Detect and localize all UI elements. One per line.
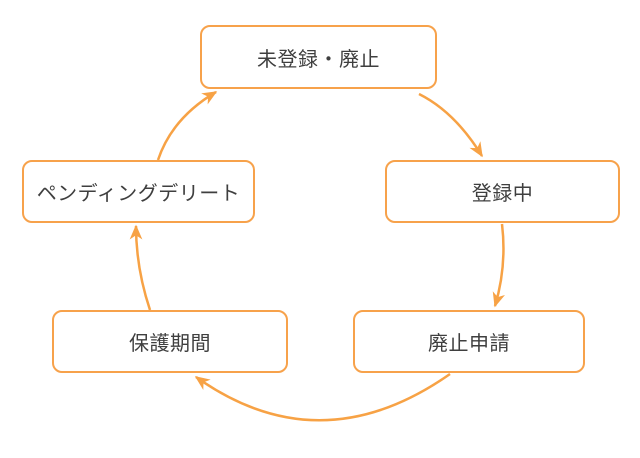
node-label: 保護期間 [129, 333, 211, 355]
arrow-pending-delete-to-unregistered [156, 90, 218, 161]
node-protection-period: 保護期間 [52, 310, 288, 373]
arrow-registered-to-abolition-request [492, 223, 505, 308]
node-registered: 登録中 [385, 160, 620, 223]
arrow-protection-period-to-pending-delete [129, 224, 152, 311]
node-label: 廃止申請 [428, 333, 510, 355]
arrow-unregistered-to-registered [418, 92, 484, 158]
node-unregistered-abolished: 未登録・廃止 [200, 25, 437, 89]
node-label: 登録中 [471, 183, 534, 205]
node-label: 未登録・廃止 [257, 48, 380, 71]
node-abolition-request: 廃止申請 [353, 310, 585, 373]
node-pending-delete: ペンディングデリート [22, 160, 255, 223]
arrow-abolition-request-to-protection-period [194, 372, 451, 422]
node-label: ペンディングデリート [36, 183, 241, 205]
